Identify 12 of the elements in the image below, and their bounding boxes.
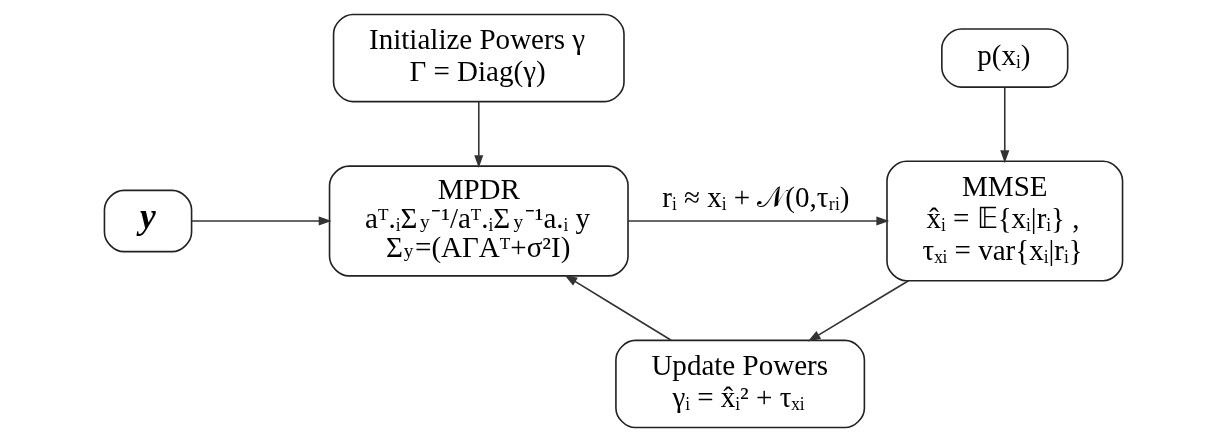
arrow [627,216,890,226]
node-box: Initialize Powers γ Γ = Diag(γ) [332,13,625,103]
node-box: MMSE x̂ᵢ = 𝔼{xᵢ|rᵢ} , τₓᵢ = var{xᵢ|rᵢ} [886,160,1124,282]
node-box: Update Powers γᵢ = x̂ᵢ² + τₓᵢ [615,339,866,429]
arrow [1000,86,1010,164]
node-box: p(xᵢ) [941,28,1069,88]
arrow [191,216,332,226]
arrow [564,274,672,342]
arrow [474,100,484,169]
arrow [807,279,910,342]
node-box: y [103,189,193,253]
edge-label: rᵢ ≈ xᵢ + 𝒩(0,τᵣᵢ) [662,181,850,214]
